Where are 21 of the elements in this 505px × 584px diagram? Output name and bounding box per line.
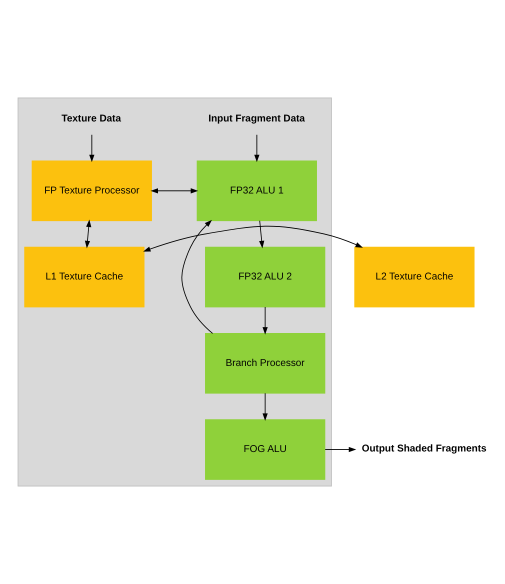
arrow	[89, 134, 94, 162]
arrow	[84, 220, 92, 248]
arrow	[150, 188, 198, 194]
arrow	[324, 446, 356, 452]
node-text: Texture Data	[62, 113, 122, 124]
node-text: Output Shaded Fragments	[362, 443, 487, 454]
node-box: L1 Texture Cache	[24, 246, 144, 308]
arrow	[143, 226, 363, 252]
node-box: Branch Processor	[205, 333, 326, 394]
arrow	[259, 220, 264, 248]
node-box: FP32 ALU 1	[196, 160, 317, 222]
node-text: Input Fragment Data	[208, 113, 305, 124]
node-box: FP Texture Processor	[32, 160, 152, 222]
node-box: FOG ALU	[205, 419, 326, 480]
arrow	[262, 306, 268, 335]
arrow	[254, 134, 260, 162]
arrow	[181, 220, 214, 334]
cluster	[18, 98, 332, 486]
node-box: FP32 ALU 2	[205, 246, 326, 308]
node-box: L2 Texture Cache	[354, 246, 475, 308]
arrow	[262, 392, 268, 421]
